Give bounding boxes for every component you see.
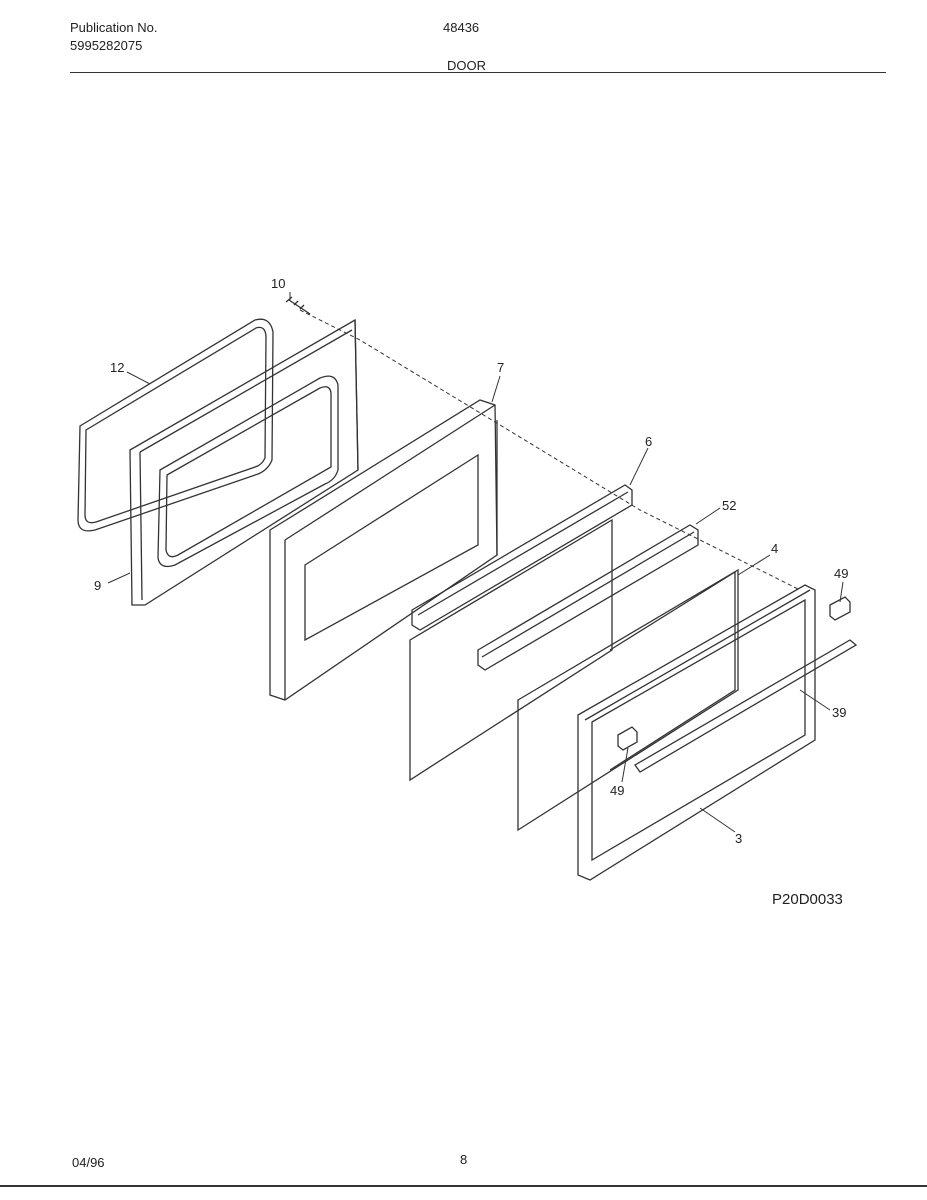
top-channel-part <box>411 484 633 631</box>
rod-part <box>634 639 858 773</box>
back-panel-part <box>409 518 613 782</box>
publication-label: Publication No. <box>70 20 158 35</box>
part-label-49-right: 49 <box>834 566 848 581</box>
part-label-6: 6 <box>645 434 652 449</box>
publication-number: 5995282075 <box>70 38 143 53</box>
clip-part-right <box>829 596 851 621</box>
part-label-12: 12 <box>110 360 124 375</box>
section-title: DOOR <box>447 58 486 73</box>
header-rule <box>70 72 886 73</box>
part-label-49-left: 49 <box>610 783 624 798</box>
part-label-9: 9 <box>94 578 101 593</box>
footer-date: 04/96 <box>72 1155 105 1170</box>
part-label-39: 39 <box>832 705 846 720</box>
part-label-52: 52 <box>722 498 736 513</box>
part-label-4: 4 <box>771 541 778 556</box>
part-label-3: 3 <box>735 831 742 846</box>
footer-page-number: 8 <box>460 1152 468 1167</box>
clip-part-left <box>617 726 638 751</box>
screw-part <box>285 296 311 315</box>
window-glass-part <box>517 568 739 832</box>
figure-code: P20D0033 <box>772 891 843 908</box>
part-label-7: 7 <box>497 360 504 375</box>
front-frame-part <box>577 584 816 881</box>
inner-door-frame-part <box>129 318 359 606</box>
gasket-part <box>77 318 274 532</box>
leader-lines <box>107 292 844 833</box>
model-number: 48436 <box>443 20 480 35</box>
assembly-line <box>299 309 801 591</box>
trim-strip-part <box>477 524 699 671</box>
footer-rule <box>0 1185 927 1187</box>
part-label-10: 10 <box>271 276 285 291</box>
outer-door-panel-part <box>269 399 498 701</box>
